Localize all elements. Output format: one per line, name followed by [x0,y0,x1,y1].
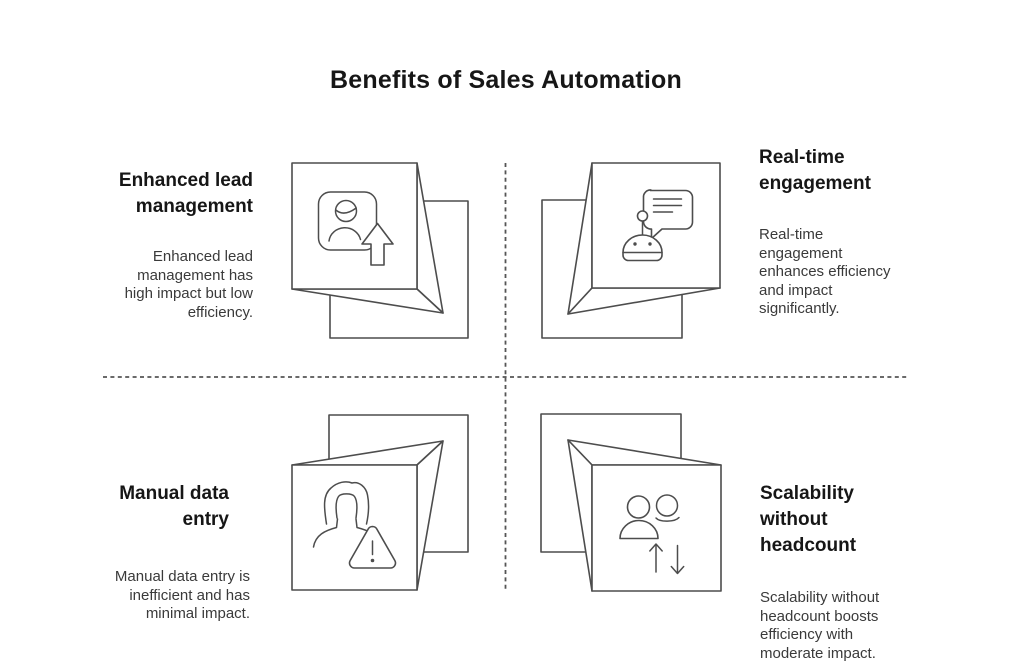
quadrant-description: Manual data entry is inefficient and has… [114,568,250,622]
speech-bubble [642,189,694,240]
users-scale-icon [619,494,685,575]
up-arrow-icon [649,543,663,573]
infographic-title: Benefits of Sales Automation [330,66,682,94]
lead-upload-icon [317,191,394,266]
front-person-shoulders [619,519,659,540]
head-detail-curve [335,207,357,214]
quadrant-text-manual-data-entry: Manual data entry Manual data entry is i… [90,463,250,642]
quadrant-heading: Scalability without headcount [760,483,857,556]
robot-eye [633,242,637,246]
quadrant-heading: Manual data entry [119,483,229,530]
down-arrow-icon [670,544,685,575]
person-head [334,199,358,223]
up-arrow-icon [361,222,394,266]
woman-hair-outline [323,481,370,525]
box-illustration-manual-data-entry [291,414,469,591]
quadrant-text-scalability-without-headcount: Scalability without headcount Scalabilit… [760,463,912,665]
person-shoulders [328,227,362,242]
quadrant-description: Real-time engagement enhances efficiency… [759,226,891,317]
contact-card-outline [317,191,378,251]
quadrant-description: Enhanced lead management has high impact… [124,248,253,321]
antenna-ball [636,210,649,222]
quadrant-text-enhanced-lead-management: Enhanced lead management Enhanced lead m… [88,150,253,340]
user-warning-icon [312,481,397,569]
box-illustration-scalability-without-headcount [540,413,722,592]
woman-left-shoulder [312,518,339,548]
box-illustration-real-time-engagement [541,162,721,339]
robot-eye [648,242,652,246]
quadrant-heading: Real-time engagement [759,147,871,194]
quadrant-description: Scalability without headcount boosts eff… [760,589,880,662]
box-front-face [291,162,418,290]
box-illustration-enhanced-lead-management [291,162,469,339]
exclamation-dot [370,558,375,563]
front-person-head [626,495,651,519]
back-person-head [655,494,679,517]
woman-face-outline [335,493,358,519]
box-front-face [291,464,418,591]
quadrant-heading: Enhanced lead management [118,170,253,217]
chatbot-icon [622,189,694,262]
back-person-shoulder [655,516,680,522]
quadrant-text-real-time-engagement: Real-time engagement Real-time engagemen… [759,127,911,337]
